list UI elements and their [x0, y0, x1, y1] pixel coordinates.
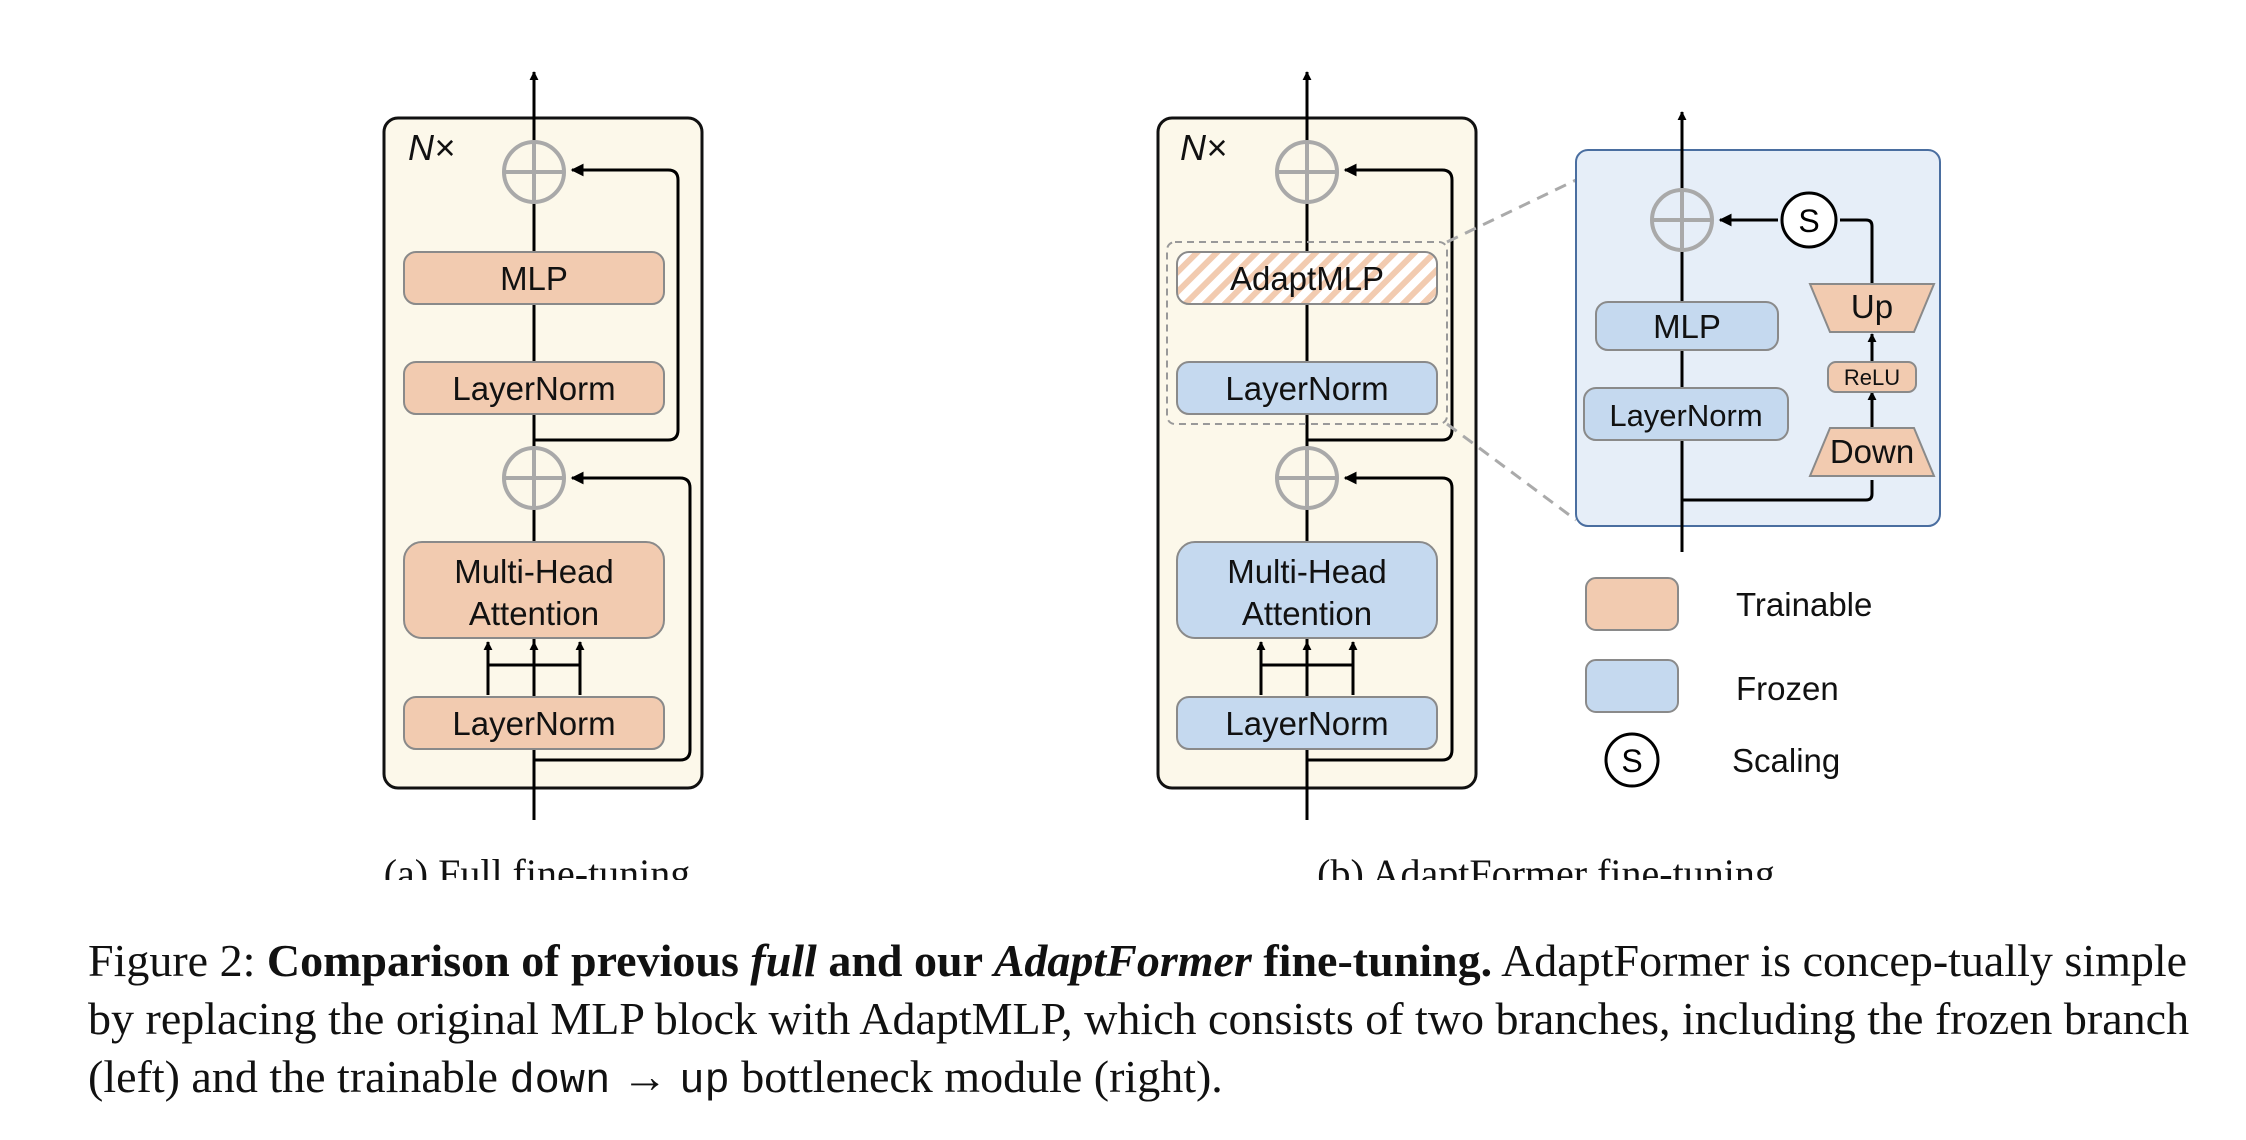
attention-label-line1-b: Multi-Head [1227, 553, 1387, 590]
caption-bold-italic-2: AdaptFormer [993, 935, 1252, 986]
adaptmlp-label: AdaptMLP [1230, 260, 1384, 297]
caption-text-1: AdaptFormer is concep-tually simple by r… [88, 935, 2190, 1102]
legend-scaling-icon: S [1604, 732, 1660, 788]
zoom-up-box [1808, 283, 1936, 333]
caption-bold-2: and our [816, 935, 994, 986]
layernorm-top-box-a [403, 361, 665, 415]
add-icon-top-a [502, 140, 566, 204]
caption-arrow: → [610, 1051, 680, 1102]
attention-label-line2-a: Attention [469, 595, 599, 632]
legend-scaling-label: Scaling [1732, 742, 1840, 779]
zoom-mlp-label: MLP [1653, 308, 1721, 345]
figure-caption: Figure 2: Comparison of previous full an… [88, 932, 2208, 1110]
subcaption-a: (a) Full fine-tuning. [384, 851, 701, 880]
layernorm-top-box-b [1176, 361, 1438, 415]
figure-diagram: N× MLP LayerNorm Multi-Head Attention La… [382, 71, 1941, 880]
layernorm-bottom-box-b [1176, 696, 1438, 750]
zoom-down-label: Down [1830, 433, 1914, 470]
layernorm-bottom-label-a: LayerNorm [452, 705, 615, 742]
caption-bold-italic-1: full [750, 935, 817, 986]
caption-prefix: Figure 2: [88, 935, 267, 986]
adaptmlp-highlight [1166, 241, 1448, 425]
zoom-relu-box [1827, 361, 1917, 393]
zoom-add-icon [1650, 188, 1714, 252]
caption-text-2: bottleneck module (right). [729, 1051, 1223, 1102]
svg-text:S: S [1621, 743, 1642, 779]
legend-frozen-swatch [1585, 659, 1679, 713]
attention-box-b [1176, 541, 1438, 639]
legend-trainable-swatch [1585, 577, 1679, 631]
add-icon-bottom-b [1275, 446, 1339, 510]
layernorm-top-label-a: LayerNorm [452, 370, 615, 407]
panel-a: N× MLP LayerNorm Multi-Head Attention La… [382, 71, 704, 880]
caption-bold-3: fine-tuning. [1251, 935, 1493, 986]
legend-trainable-label: Trainable [1736, 586, 1872, 623]
adaptmlp-zoom: MLP LayerNorm S Up ReLU Down [1575, 111, 1941, 552]
add-icon-bottom-a [502, 446, 566, 510]
attention-box-a [403, 541, 665, 639]
subcaption-b: (b) AdaptFormer fine-tuning [1317, 851, 1775, 880]
attention-label-line1-a: Multi-Head [454, 553, 614, 590]
mlp-label-a: MLP [500, 260, 568, 297]
legend: Trainable Frozen S Scaling [1585, 577, 1872, 788]
add-icon-top-b [1275, 140, 1339, 204]
mlp-box-a [403, 251, 665, 305]
zoom-layernorm-label: LayerNorm [1609, 398, 1762, 433]
zoom-down-box [1808, 427, 1936, 477]
zoom-mlp-box [1595, 301, 1779, 351]
caption-code-down: down [509, 1057, 611, 1105]
zoom-layernorm-box [1583, 387, 1789, 441]
repeat-label-a: N× [408, 127, 455, 168]
zoom-up-label: Up [1851, 288, 1893, 325]
svg-text:S: S [1798, 203, 1819, 239]
caption-code-up: up [679, 1057, 730, 1105]
legend-frozen-label: Frozen [1736, 670, 1839, 707]
repeat-label-b: N× [1180, 127, 1227, 168]
caption-bold-1: Comparison of previous [266, 935, 751, 986]
layernorm-bottom-box-a [403, 696, 665, 750]
layernorm-top-label-b: LayerNorm [1225, 370, 1388, 407]
adaptmlp-box [1176, 251, 1438, 305]
panel-b: N× AdaptMLP LayerNorm Multi-Head Attenti… [1156, 71, 1941, 880]
zoom-scaling-icon: S [1780, 191, 1838, 249]
zoom-relu-label: ReLU [1844, 365, 1900, 390]
layernorm-bottom-label-b: LayerNorm [1225, 705, 1388, 742]
attention-label-line2-b: Attention [1242, 595, 1372, 632]
